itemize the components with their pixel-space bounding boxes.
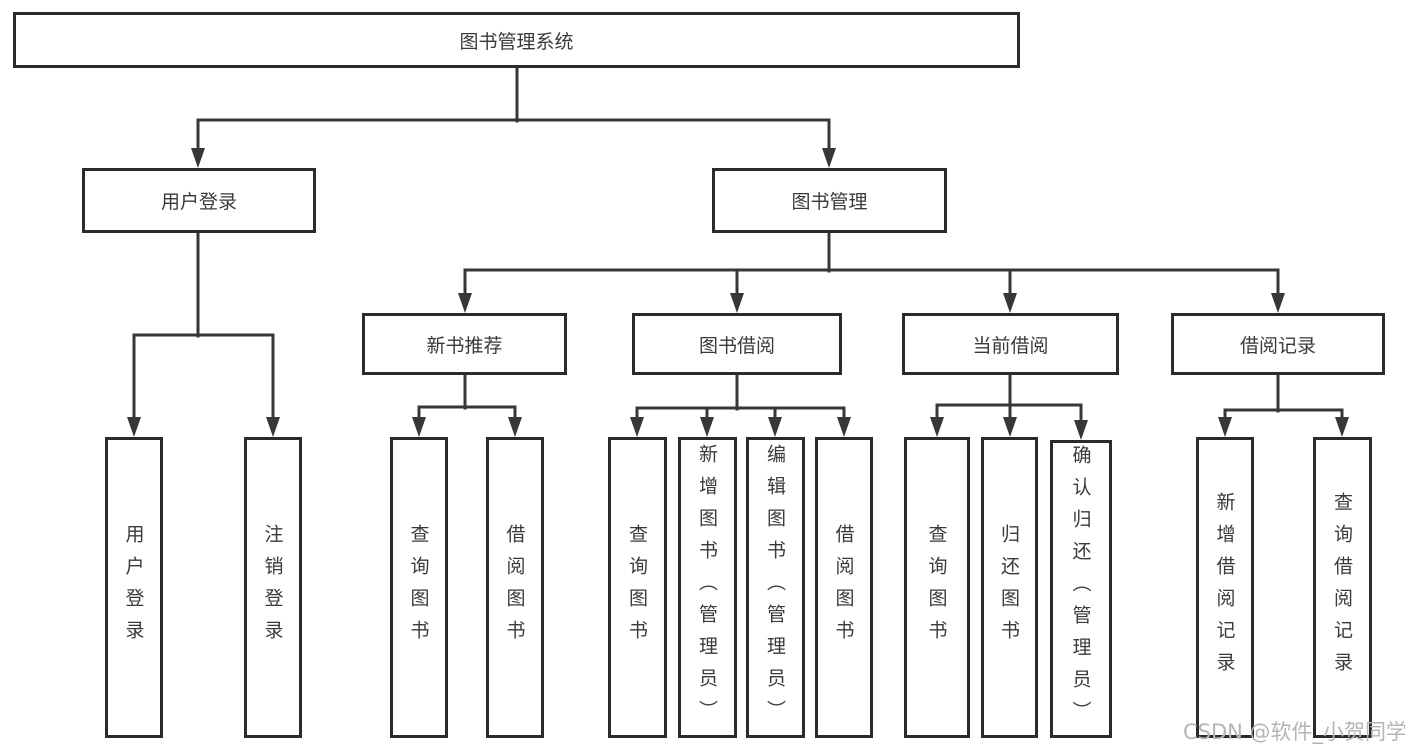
leaf-add-book-admin-label: 新增图书（管理员） xyxy=(696,443,718,732)
node-borrowing-records: 借阅记录 xyxy=(1171,313,1385,375)
leaf-confirm-return-admin-label: 确认归还（管理员） xyxy=(1069,445,1092,733)
leaf-user-login-label: 用户登录 xyxy=(122,523,145,652)
node-user-login: 用户登录 xyxy=(82,168,316,233)
leaf-add-borrow-record-label: 新增借阅记录 xyxy=(1213,491,1236,684)
node-book-borrowing-label: 图书借阅 xyxy=(698,334,775,357)
leaf-return-book-label: 归还图书 xyxy=(998,523,1020,652)
node-current-borrowing: 当前借阅 xyxy=(902,313,1119,375)
node-book-borrowing: 图书借阅 xyxy=(632,313,842,375)
node-borrowing-records-label: 借阅记录 xyxy=(1239,334,1316,357)
leaf-add-book-admin: 新增图书（管理员） xyxy=(678,437,737,738)
leaf-query-borrow-record-label: 查询借阅记录 xyxy=(1331,491,1353,684)
leaf-query-books-borrowing-label: 查询图书 xyxy=(626,523,648,652)
connector-arrowheads xyxy=(127,148,1349,440)
leaf-borrow-books-borrowing: 借阅图书 xyxy=(815,437,873,738)
csdn-watermark: CSDN @软件_小贺同学 xyxy=(1183,720,1405,744)
leaf-query-books-borrowing: 查询图书 xyxy=(608,437,667,738)
node-current-borrowing-label: 当前借阅 xyxy=(972,334,1049,357)
leaf-borrow-books-recommend: 借阅图书 xyxy=(486,437,544,738)
node-user-login-label: 用户登录 xyxy=(160,191,237,213)
leaf-confirm-return-admin: 确认归还（管理员） xyxy=(1050,440,1112,738)
connector-lines xyxy=(132,66,1344,426)
node-new-book-recommend-label: 新书推荐 xyxy=(426,334,503,357)
leaf-query-books-current-label: 查询图书 xyxy=(925,523,948,652)
leaf-query-books-recommend-label: 查询图书 xyxy=(407,523,430,652)
node-new-book-recommend: 新书推荐 xyxy=(362,313,567,375)
leaf-borrow-books-recommend-label: 借阅图书 xyxy=(503,523,526,652)
node-book-management: 图书管理 xyxy=(712,168,947,233)
leaf-edit-book-admin: 编辑图书（管理员） xyxy=(746,437,805,738)
leaf-user-login: 用户登录 xyxy=(105,437,163,738)
leaf-query-books-current: 查询图书 xyxy=(904,437,970,738)
node-library-system-label: 图书管理系统 xyxy=(459,30,574,53)
leaf-add-borrow-record: 新增借阅记录 xyxy=(1196,437,1254,738)
leaf-borrow-books-borrowing-label: 借阅图书 xyxy=(832,523,855,652)
leaf-logout-label: 注销登录 xyxy=(261,523,284,652)
node-book-management-label: 图书管理 xyxy=(791,191,868,213)
node-library-system: 图书管理系统 xyxy=(13,12,1020,68)
leaf-logout: 注销登录 xyxy=(244,437,302,738)
leaf-edit-book-admin-label: 编辑图书（管理员） xyxy=(764,443,786,732)
leaf-query-borrow-record: 查询借阅记录 xyxy=(1313,437,1372,738)
leaf-query-books-recommend: 查询图书 xyxy=(390,437,448,738)
leaf-return-book: 归还图书 xyxy=(981,437,1038,738)
